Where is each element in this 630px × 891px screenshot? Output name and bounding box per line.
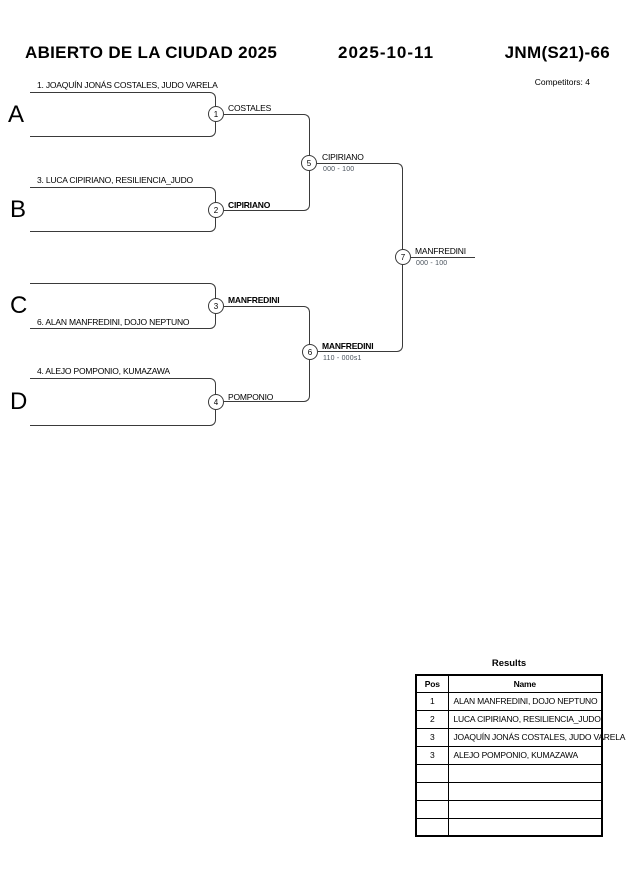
results-row-4: 3 ALEJO POMPONIO, KUMAZAWA	[415, 745, 603, 765]
connector-match6-to-final	[318, 257, 403, 352]
connector-match3-to-match6	[224, 306, 310, 352]
match-node-3: 3	[208, 298, 224, 314]
results-row-5	[415, 763, 603, 783]
winner-match-3: MANFREDINI	[228, 295, 280, 305]
score-match-5: 000 - 100	[323, 166, 355, 173]
group-letter-c: C	[10, 292, 28, 319]
match-node-2: 2	[208, 202, 224, 218]
result-pos	[415, 763, 449, 783]
match-node-5: 5	[301, 155, 317, 171]
results-row-2: 2 LUCA CIPIRIANO, RESILIENCIA_JUDO	[415, 709, 603, 729]
results-row-8	[415, 817, 603, 837]
result-pos: 2	[415, 709, 449, 729]
player-label-c: 6. ALAN MANFREDINI, DOJO NEPTUNO	[37, 317, 190, 327]
event-title: ABIERTO DE LA CIUDAD 2025	[25, 43, 278, 62]
match-node-4: 4	[208, 394, 224, 410]
match-node-7: 7	[395, 249, 411, 265]
category-code: JNM(S21)-66	[504, 43, 610, 62]
result-pos: 1	[415, 691, 449, 711]
bracket-shape-d	[30, 378, 216, 426]
results-col-name: Name	[447, 674, 603, 693]
connector-match4-to-match6	[224, 352, 310, 402]
group-letter-d: D	[10, 388, 28, 415]
final-winner-line	[411, 257, 475, 258]
results-table: Pos Name 1 ALAN MANFREDINI, DOJO NEPTUNO…	[415, 674, 625, 837]
result-name	[447, 781, 603, 801]
result-pos: 3	[415, 727, 449, 747]
bracket-shape-b	[30, 187, 216, 232]
score-final: 000 - 100	[416, 260, 448, 267]
score-match-6: 110 - 000s1	[323, 355, 362, 362]
bracket-shape-c	[30, 283, 216, 329]
connector-match2-to-match5	[224, 163, 310, 211]
winner-match-5: CIPIRIANO	[322, 152, 364, 162]
event-date: 2025-10-11	[338, 43, 435, 62]
winner-match-6: MANFREDINI	[322, 341, 374, 351]
winner-match-2: CIPIRIANO	[228, 200, 271, 210]
results-col-pos: Pos	[415, 674, 449, 693]
connector-match1-to-match5	[224, 114, 310, 163]
group-letter-b: B	[10, 196, 27, 223]
player-label-a: 1. JOAQUÍN JONÁS COSTALES, JUDO VARELA	[37, 80, 218, 90]
result-pos	[415, 781, 449, 801]
results-row-3: 3 JOAQUÍN JONÁS COSTALES, JUDO VARELA	[415, 727, 625, 747]
bracket-shape-a	[30, 92, 216, 137]
results-row-7	[415, 799, 603, 819]
result-name: JOAQUÍN JONÁS COSTALES, JUDO VARELA	[447, 727, 625, 747]
player-label-d: 4. ALEJO POMPONIO, KUMAZAWA	[37, 366, 170, 376]
winner-match-4: POMPONIO	[228, 392, 274, 402]
result-name: ALAN MANFREDINI, DOJO NEPTUNO	[447, 691, 603, 711]
results-row-6	[415, 781, 603, 801]
winner-match-1: COSTALES	[228, 103, 272, 113]
winner-final: MANFREDINI	[415, 246, 466, 256]
group-letter-a: A	[8, 101, 25, 128]
result-name	[447, 817, 603, 837]
result-name: LUCA CIPIRIANO, RESILIENCIA_JUDO	[447, 709, 603, 729]
competitors-count: Competitors: 4	[534, 77, 590, 87]
results-header-row: Pos Name	[415, 674, 603, 693]
result-pos: 3	[415, 745, 449, 765]
result-name: ALEJO POMPONIO, KUMAZAWA	[447, 745, 603, 765]
connector-match5-to-final	[317, 163, 403, 257]
result-pos	[415, 799, 449, 819]
match-node-1: 1	[208, 106, 224, 122]
result-pos	[415, 817, 449, 837]
results-row-1: 1 ALAN MANFREDINI, DOJO NEPTUNO	[415, 691, 603, 711]
player-label-b: 3. LUCA CIPIRIANO, RESILIENCIA_JUDO	[37, 175, 193, 185]
match-node-6: 6	[302, 344, 318, 360]
result-name	[447, 763, 603, 783]
result-name	[447, 799, 603, 819]
results-title: Results	[491, 658, 527, 669]
